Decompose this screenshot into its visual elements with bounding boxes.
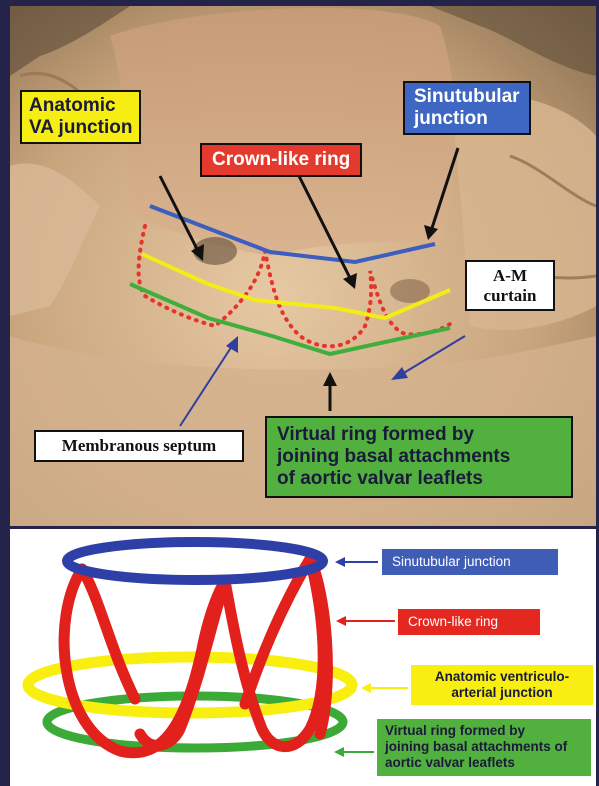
schematic-label-crown: Crown-like ring bbox=[398, 609, 540, 635]
schematic-panel: Sinutubular junction Crown-like ring Ana… bbox=[10, 529, 596, 786]
label-crown-like-ring: Crown-like ring bbox=[200, 143, 362, 177]
label-anatomic-va-junction: Anatomic VA junction bbox=[20, 90, 141, 144]
schematic-blue-ring bbox=[67, 542, 323, 580]
schematic-label-sinutubular: Sinutubular junction bbox=[382, 549, 558, 575]
label-virtual-ring: Virtual ring formed by joining basal att… bbox=[265, 416, 573, 498]
label-sinutubular-junction: Sinutubular junction bbox=[403, 81, 531, 135]
label-am-curtain: A-M curtain bbox=[465, 260, 555, 311]
schematic-label-anatomic-va: Anatomic ventriculo- arterial junction bbox=[411, 665, 593, 705]
photo-panel: Anatomic VA junction Crown-like ring Sin… bbox=[10, 6, 596, 526]
schematic-label-virtual-ring: Virtual ring formed by joining basal att… bbox=[377, 719, 591, 776]
label-membranous-septum: Membranous septum bbox=[34, 430, 244, 462]
